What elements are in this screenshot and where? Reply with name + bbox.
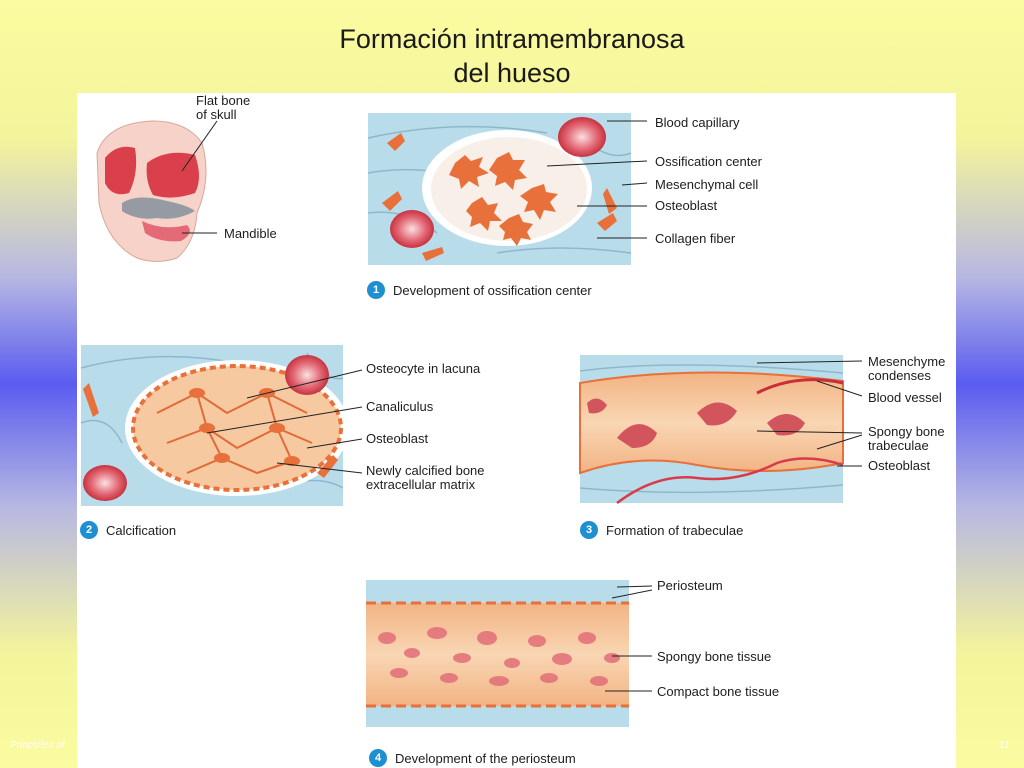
label-ossification-center: Ossification center bbox=[655, 154, 762, 169]
label-osteoblast-2: Osteoblast bbox=[366, 431, 429, 446]
title-line-1: Formación intramembranosa bbox=[339, 24, 685, 54]
step-badge-3: 3 bbox=[580, 521, 598, 539]
step-badge-2: 2 bbox=[80, 521, 98, 539]
label-newly-calcified-bone: Newly calcified bone bbox=[366, 463, 485, 478]
step-caption-3: Formation of trabeculae bbox=[606, 522, 744, 538]
step-caption-2: Calcification bbox=[106, 522, 177, 538]
label-mesenchyme: Mesenchyme bbox=[868, 354, 946, 369]
label-extracellular-matrix: extracellular matrix bbox=[366, 477, 476, 492]
title-line-2: del hueso bbox=[453, 58, 571, 88]
footer-text: Principles of bbox=[10, 740, 65, 751]
infant-skull-illustration bbox=[96, 120, 218, 262]
label-mesenchymal-cell: Mesenchymal cell bbox=[655, 177, 759, 192]
step-3: 3 Formation of trabeculae bbox=[580, 521, 743, 539]
trabeculae-illustration bbox=[579, 355, 863, 505]
label-osteocyte-in-lacuna: Osteocyte in lacuna bbox=[366, 361, 481, 376]
label-periosteum: Periosteum bbox=[657, 578, 723, 593]
calcification-illustration bbox=[80, 345, 363, 506]
slide-title: Formación intramembranosa del hueso bbox=[0, 22, 1024, 90]
step-caption-4: Development of the periosteum bbox=[395, 750, 576, 766]
step-badge-4: 4 bbox=[369, 749, 387, 767]
figure-panel: Flat bone of skull Mandible Blood capill… bbox=[77, 93, 956, 768]
step-badge-1: 1 bbox=[367, 281, 385, 299]
label-canaliculus: Canaliculus bbox=[366, 399, 434, 414]
label-mandible: Mandible bbox=[224, 226, 277, 241]
ossification-center-illustration bbox=[367, 113, 648, 265]
slide-number: 11 bbox=[999, 740, 1010, 751]
periosteum-illustration bbox=[366, 580, 653, 727]
bone-formation-illustration bbox=[80, 113, 863, 727]
label-of-skull: of skull bbox=[196, 107, 237, 122]
label-spongy-bone: Spongy bone bbox=[868, 424, 945, 439]
label-trabeculae: trabeculae bbox=[868, 438, 929, 453]
label-flat-bone: Flat bone bbox=[196, 93, 251, 108]
step-caption-1: Development of ossification center bbox=[393, 282, 592, 298]
step-2: 2 Calcification bbox=[80, 521, 176, 539]
label-spongy-bone-tissue: Spongy bone tissue bbox=[657, 649, 772, 664]
label-blood-vessel: Blood vessel bbox=[868, 390, 942, 405]
label-condenses: condenses bbox=[868, 368, 931, 383]
label-collagen-fiber: Collagen fiber bbox=[655, 231, 736, 246]
step-1: 1 Development of ossification center bbox=[367, 281, 592, 299]
step-4: 4 Development of the periosteum bbox=[369, 749, 576, 767]
label-osteoblast-1: Osteoblast bbox=[655, 198, 718, 213]
label-osteoblast-3: Osteoblast bbox=[868, 458, 931, 473]
label-blood-capillary: Blood capillary bbox=[655, 115, 740, 130]
label-compact-bone-tissue: Compact bone tissue bbox=[657, 684, 780, 699]
